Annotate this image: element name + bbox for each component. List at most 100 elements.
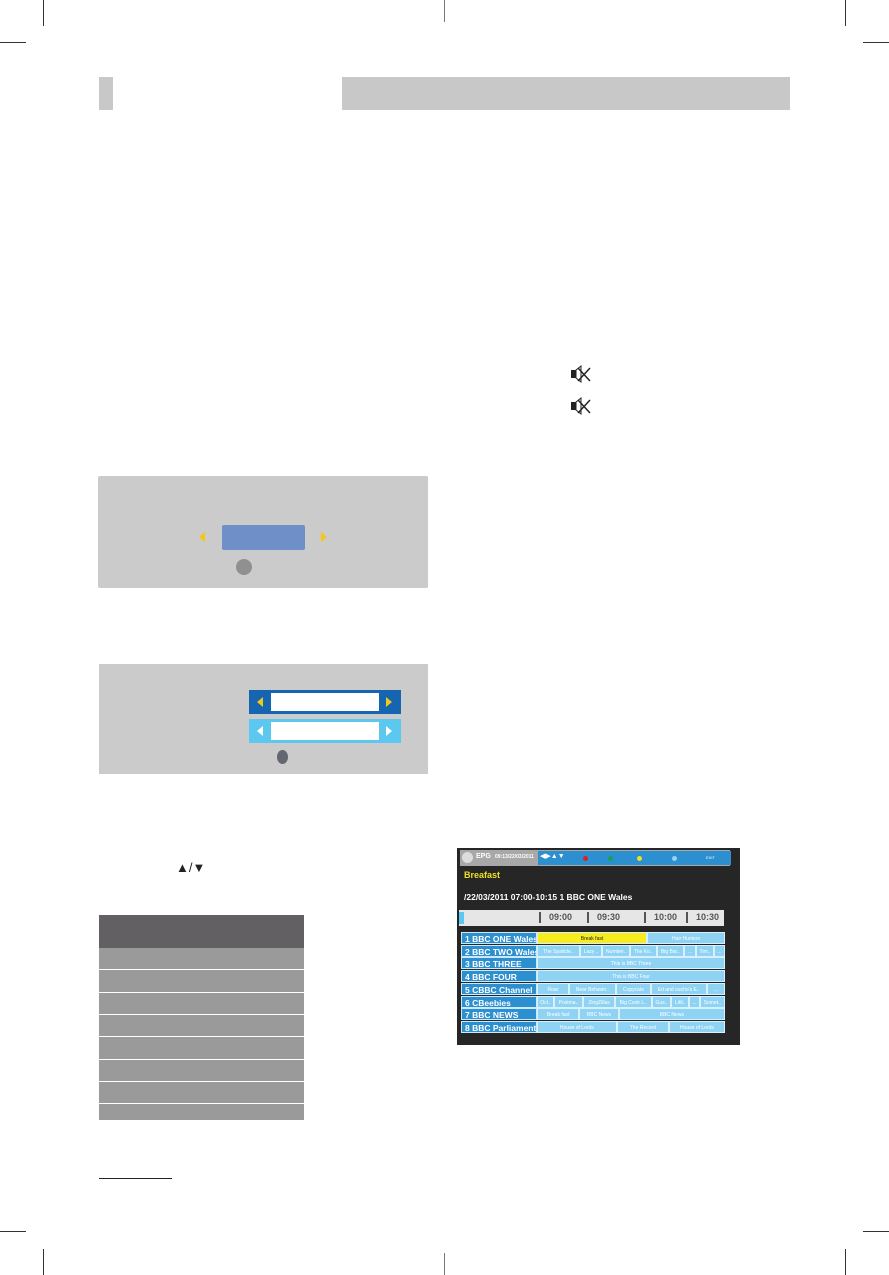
left-arrow-icon[interactable] [199, 532, 205, 542]
channel-name[interactable]: 1 BBC ONE Wales [461, 932, 537, 944]
programme-cell[interactable]: Somet.. [699, 995, 725, 1008]
footnote-rule [99, 1178, 172, 1179]
channel-name[interactable]: 6 CBeebies [461, 995, 537, 1008]
settings-dialog [99, 664, 428, 774]
programme-cell[interactable]: This is BBC Three [537, 957, 725, 970]
table-row [99, 993, 304, 1015]
epg-time: 09:13/22/03/2011 [495, 854, 534, 860]
ok-button-icon [236, 559, 252, 575]
channel-name[interactable]: 2 BBC TWO Wales [461, 944, 537, 957]
table-row [99, 970, 304, 993]
programme-cell[interactable]: Ed and oucho's E.. [650, 982, 707, 995]
timeline-tick: 10:00 [644, 912, 677, 923]
field-value [271, 693, 379, 711]
crop-mark [43, 0, 44, 26]
table-header [99, 915, 304, 948]
left-arrow-icon[interactable] [257, 697, 263, 707]
programme-cell[interactable]: The Ko.. [629, 944, 657, 957]
programme-cell[interactable]: ... [706, 982, 725, 995]
up-arrow-icon: ▲ [176, 860, 189, 875]
programme-cell[interactable]: BBC News [579, 1008, 619, 1021]
crop-mark [0, 42, 26, 43]
programme-cell[interactable]: ... [684, 944, 697, 957]
crop-mark [845, 1249, 846, 1275]
crop-mark [0, 1231, 26, 1232]
table-row [99, 1060, 304, 1082]
header-bar [342, 77, 790, 110]
programme-cell[interactable]: Tim.. [696, 944, 714, 957]
channel-name[interactable]: 8 BBC Parliament [461, 1020, 537, 1033]
programme-cell[interactable]: Break fast [537, 1008, 580, 1021]
up-down-arrows: ▲/▼ [176, 860, 205, 875]
ok-button-icon [277, 750, 288, 764]
programme-info: /22/03/2011 07:00-10:15 1 BBC ONE Wales [464, 892, 633, 902]
programme-cell[interactable]: ZingZillas [583, 995, 615, 1008]
crop-mark [444, 0, 445, 22]
right-arrow-icon[interactable] [386, 726, 392, 736]
epg-header-bar: EPG 09:13/22/03/2011 ◀▶▲▼ EXIT [460, 850, 731, 866]
programme-cell[interactable]: Postma.. [553, 995, 584, 1008]
programme-cell[interactable]: ... [689, 995, 700, 1008]
programme-cell[interactable]: Oct.. [537, 995, 554, 1008]
crop-mark [863, 42, 889, 43]
programme-cell[interactable]: Lazy .. [579, 944, 603, 957]
table-row [99, 1037, 304, 1060]
crop-mark [43, 1249, 44, 1275]
programme-cell[interactable]: The Record [616, 1020, 669, 1033]
programme-cell[interactable]: Copycats [616, 982, 651, 995]
programme-cell[interactable]: ... [713, 944, 726, 957]
timeline-tick: 09:30 [587, 912, 620, 923]
programme-cell[interactable]: Break fast [537, 932, 647, 944]
right-arrow-icon[interactable] [321, 532, 327, 542]
programme-cell[interactable]: Big Cook L.. [614, 995, 652, 1008]
speaker-mute-icon [570, 396, 592, 422]
programme-cell[interactable]: Gus.. [651, 995, 672, 1008]
epg-label: EPG [476, 853, 491, 860]
down-arrow-icon: ▼ [192, 860, 206, 875]
programme-cell[interactable]: Roar [537, 982, 569, 995]
field-inactive[interactable] [249, 719, 401, 743]
programme-cell[interactable]: Bear Behavin.. [568, 982, 617, 995]
crop-mark [845, 0, 846, 26]
programme-cell[interactable]: The Spaticle.. [537, 944, 580, 957]
right-arrow-icon[interactable] [386, 697, 392, 707]
programme-cell[interactable]: Big Bar.. [656, 944, 685, 957]
timeline-tick: 10:30 [686, 912, 719, 923]
exit-key: EXIT [706, 855, 715, 860]
channel-name[interactable]: 5 CBBC Channel [461, 982, 537, 995]
field-active[interactable] [249, 690, 401, 714]
channel-name[interactable]: 3 BBC THREE [461, 957, 537, 970]
timeline-cursor [459, 912, 464, 924]
crop-mark [863, 1231, 889, 1232]
programme-cell[interactable]: House of Lords [668, 1020, 725, 1033]
selection-dialog [98, 476, 428, 588]
field-value [271, 722, 379, 740]
programme-cell[interactable]: House of Lords [537, 1020, 617, 1033]
left-arrow-icon[interactable] [257, 726, 263, 736]
nav-keys-icon: ◀▶▲▼ [540, 853, 565, 860]
programme-title: Breafast [464, 870, 501, 880]
selected-option[interactable] [222, 525, 305, 550]
epg-key-bar: ◀▶▲▼ EXIT [538, 851, 731, 865]
section-tab-marker [99, 77, 113, 110]
programme-cell[interactable]: This is BBC Four [537, 970, 725, 983]
channel-name[interactable]: 7 BBC NEWS [461, 1008, 537, 1021]
programme-cell[interactable]: Number.. [602, 944, 630, 957]
programme-cell[interactable]: BBC News [618, 1008, 725, 1021]
programme-cell[interactable]: Littl.. [671, 995, 690, 1008]
channel-name[interactable]: 4 BBC FOUR [461, 970, 537, 983]
programme-cell[interactable]: Hair Hunters [647, 932, 725, 944]
red-button-icon [583, 856, 588, 861]
table-row [99, 1082, 304, 1104]
blue-button-icon [672, 856, 677, 861]
